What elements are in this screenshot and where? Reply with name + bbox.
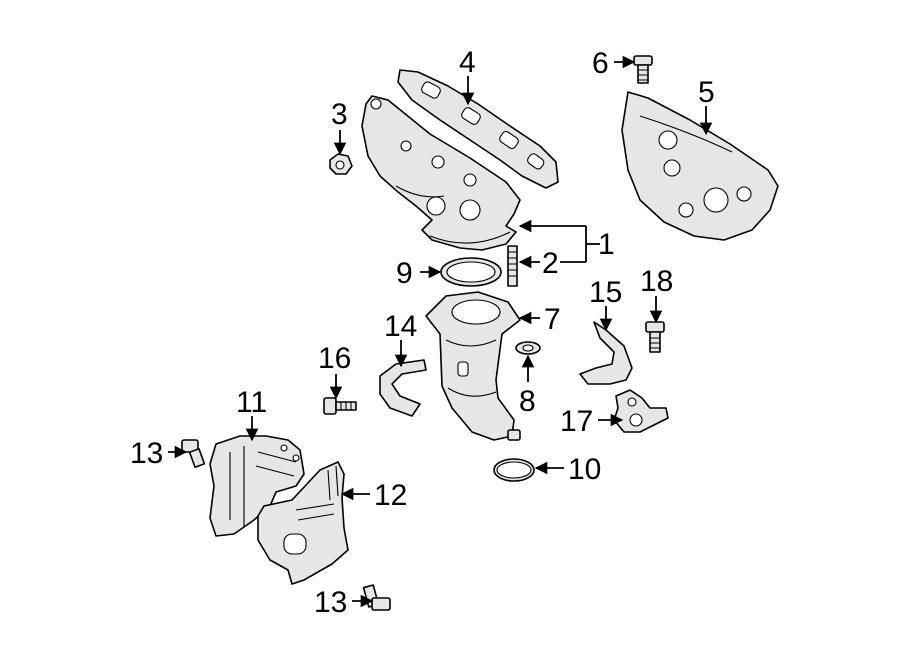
callout-12: 12 [374, 479, 407, 512]
callout-15: 15 [589, 276, 622, 309]
callout-5: 5 [698, 76, 715, 109]
part-13-bolt-upper [181, 439, 206, 469]
part-1-exhaust-manifold [361, 95, 521, 251]
callout-7: 7 [544, 303, 561, 336]
part-3-nut [329, 153, 353, 175]
part-6-bolt [633, 55, 653, 84]
callout-11: 11 [236, 386, 267, 419]
callout-1: 1 [598, 228, 615, 261]
callout-13-lower: 13 [314, 586, 347, 619]
part-5-heat-shield [621, 91, 779, 241]
part-16-bolt [323, 397, 357, 415]
part-9-gasket-ring [440, 257, 502, 287]
callout-8: 8 [519, 385, 536, 418]
callout-18: 18 [640, 265, 673, 298]
leader-lines [168, 55, 713, 608]
callout-14: 14 [384, 310, 417, 343]
part-15-bracket [579, 321, 633, 385]
callout-4: 4 [459, 46, 476, 79]
part-14-bracket [379, 359, 427, 417]
callout-10: 10 [568, 453, 601, 486]
callout-3: 3 [331, 98, 348, 131]
part-17-bracket [613, 389, 669, 433]
part-12-heat-shield [257, 461, 349, 585]
callout-17: 17 [560, 405, 593, 438]
part-10-gasket-ring [493, 458, 535, 482]
callout-16: 16 [318, 342, 351, 375]
part-8-grommet [515, 341, 541, 355]
callout-labels: 1 2 3 4 5 6 7 8 9 10 11 12 13 13 14 15 1… [130, 46, 715, 619]
part-7-catalytic-converter [425, 291, 521, 441]
callout-9: 9 [396, 257, 413, 290]
part-11-heat-shield [209, 435, 305, 537]
part-13-bolt-lower [362, 584, 391, 611]
part-18-bolt [645, 321, 665, 353]
callout-2: 2 [542, 247, 559, 280]
callout-13-upper: 13 [130, 437, 163, 470]
part-2-stud [507, 245, 518, 287]
callout-6: 6 [592, 47, 609, 80]
